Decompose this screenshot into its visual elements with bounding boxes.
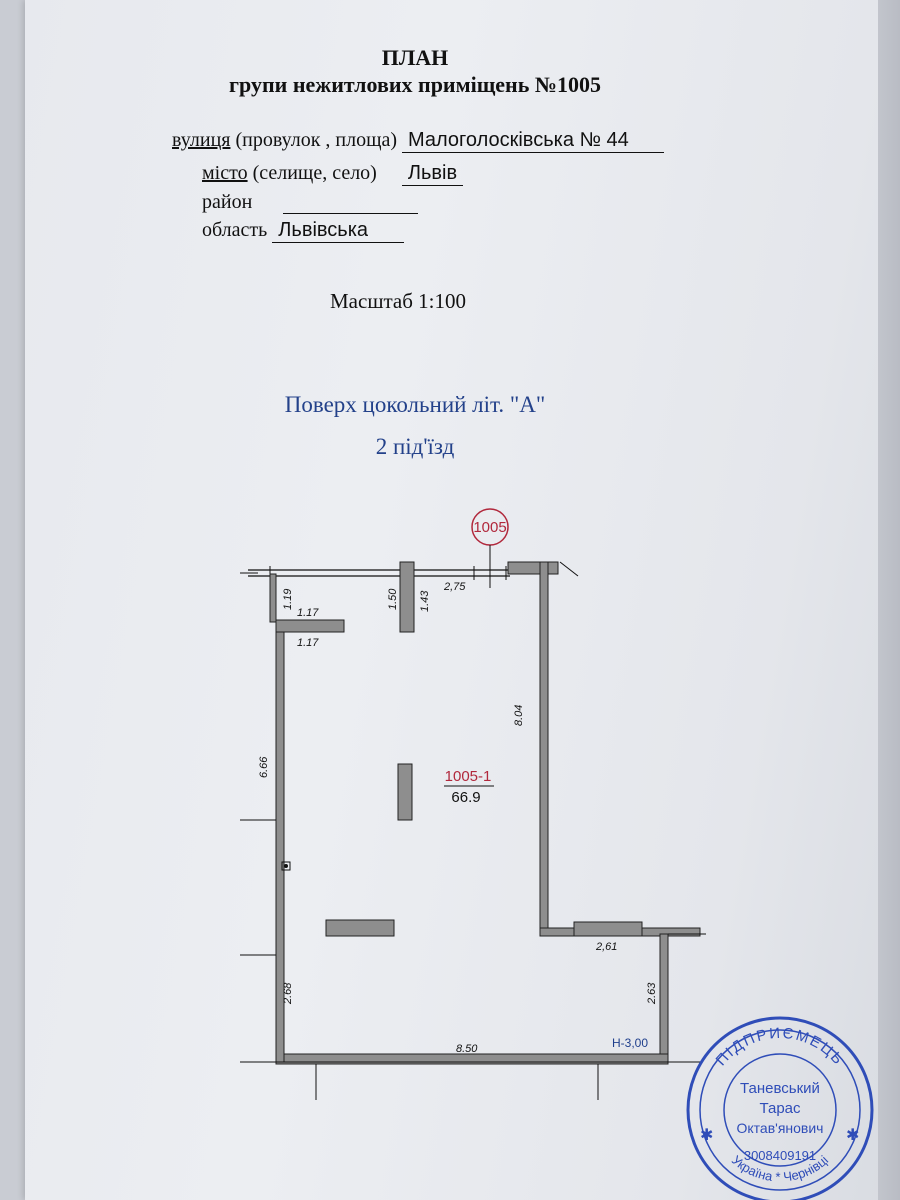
document-page	[25, 0, 885, 1200]
city-label: місто	[202, 162, 248, 184]
region-value: Львівська	[272, 219, 405, 243]
room-number: 1005-1	[445, 768, 492, 785]
stamp-line-1: Таневський	[740, 1080, 820, 1097]
walls	[269, 561, 701, 1065]
plan-subtitle: групи нежитлових приміщень №1005	[229, 72, 601, 97]
step-window	[573, 921, 643, 937]
city-value: Львів	[401, 162, 464, 186]
region-label: область	[202, 219, 268, 241]
district-row: район	[202, 191, 419, 214]
street-hint: (провулок , площа)	[230, 129, 398, 151]
stamp-star-icon: ✱	[846, 1127, 859, 1144]
dim-left-wall-short: 2.68	[282, 982, 294, 1005]
dim-left-wall-long: 6.66	[258, 756, 270, 778]
district-label: район	[202, 191, 253, 213]
entrance-title: 2 під'їзд	[375, 434, 455, 459]
street-value: Малоголосківська № 44	[402, 129, 665, 153]
dim-upper-left-vertical: 1.19	[282, 589, 294, 610]
pillar	[399, 561, 415, 633]
dim-step-height: 2.63	[646, 982, 658, 1005]
room-label: 1005-1 66.9	[444, 768, 494, 806]
dim-ledge-lower: 1.17	[297, 637, 319, 649]
dim-pillar-left: 1.50	[387, 588, 399, 610]
stamp-line-2: Тарас	[759, 1100, 801, 1117]
outer-marks	[240, 819, 706, 1100]
dim-ledge-upper: 1.17	[297, 607, 319, 619]
stamp-code: 3008409191	[744, 1148, 816, 1163]
city-hint: (селище, село)	[247, 162, 377, 184]
stamp-line-3: Октав'янович	[737, 1120, 824, 1136]
ceiling-height: Н-3,00	[612, 1036, 648, 1050]
region-row: область Львівська	[202, 219, 405, 243]
group-marker-label: 1005	[473, 519, 506, 536]
dimension-labels: 2,75 1.19 1.17 1.17 1.50 1.43 8.04 6.66 …	[258, 581, 658, 1055]
dim-right-wall: 8.04	[513, 705, 525, 726]
district-value	[283, 193, 419, 214]
floor-title: Поверх цокольний літ. "А"	[284, 392, 546, 417]
wall-left-upper	[269, 573, 277, 623]
column-center	[397, 763, 413, 821]
street-label: вулиця	[172, 129, 231, 151]
wall-right	[539, 561, 549, 935]
company-stamp: ПІДПРИЄМЕЦЬ Україна * Чернівці Таневськи…	[686, 1016, 874, 1200]
scale-label: Масштаб 1:100	[330, 289, 467, 313]
dim-pillar-right: 1.43	[419, 590, 431, 612]
ledge-upper	[275, 619, 345, 633]
group-marker: 1005	[471, 508, 509, 588]
wall-lower-right	[659, 933, 669, 1063]
wall-top-right	[507, 561, 559, 575]
page-stack-edge	[878, 0, 900, 1200]
dim-top-right: 2,75	[443, 581, 466, 593]
room-area: 66.9	[451, 789, 480, 806]
dim-step-width: 2,61	[595, 941, 617, 953]
street-row: вулиця (провулок , площа) Малоголосківсь…	[172, 129, 665, 153]
stamp-star-icon: ✱	[700, 1127, 713, 1144]
partition-lower	[325, 919, 395, 937]
city-row: місто (селище, село) Львів	[202, 162, 464, 186]
plan-title: ПЛАН	[381, 45, 449, 70]
dim-bottom-wall: 8.50	[456, 1043, 478, 1055]
